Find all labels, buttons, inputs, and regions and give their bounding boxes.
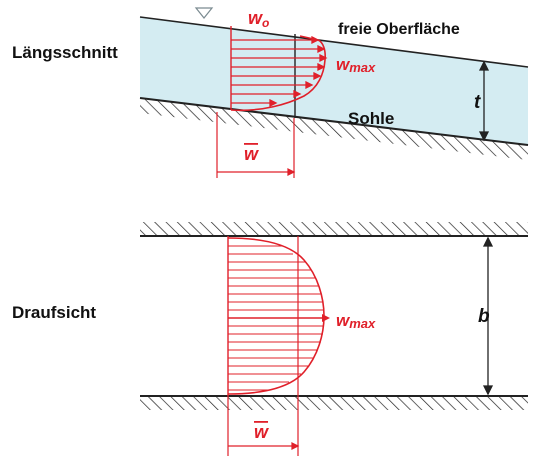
max-velocity-label-bottom: wmax [336,311,376,331]
plan-view [140,222,528,456]
water-level-marker-icon [194,7,214,19]
velocity-arrows [231,35,328,108]
wmax-top-symbol: w [336,55,351,74]
centerline-arrowhead [322,314,330,322]
top-bank-hatching [140,222,528,236]
max-velocity-label-top: wmax [336,55,376,75]
w0-subscript: o [262,16,269,30]
free-surface-line [139,16,529,68]
bed-hatching [140,98,528,160]
longitudinal-section [139,7,529,178]
wmax-bottom-symbol: w [336,311,351,330]
wmax-top-subscript: max [349,60,376,75]
velocity-profile-curve [230,35,326,112]
longitudinal-section-label: Längsschnitt [12,43,118,62]
plan-velocity-profile-curve [227,237,325,395]
bed-line [139,97,529,146]
mean-velocity-label-top: w [244,144,259,164]
bed-label: Sohle [348,109,394,128]
free-surface-label-a: freie Oberfläche [338,21,460,38]
depth-label: t [474,92,481,113]
width-dimension [482,236,494,396]
wbar-dimension-top [216,112,296,178]
plan-view-label: Draufsicht [12,303,96,322]
wbar-dimension-bottom [227,396,300,456]
depth-dimension [478,60,490,142]
mean-velocity-label-bottom: w [254,422,269,442]
width-label: b [478,306,490,327]
surface-velocity-label: wo [248,8,269,30]
wmax-bottom-subscript: max [349,316,376,331]
bottom-bank-hatching [140,396,528,410]
w0-symbol: w [248,8,263,28]
free-surface-label: freie Oberfläche [338,21,460,38]
plan-velocity-lines [228,245,324,391]
